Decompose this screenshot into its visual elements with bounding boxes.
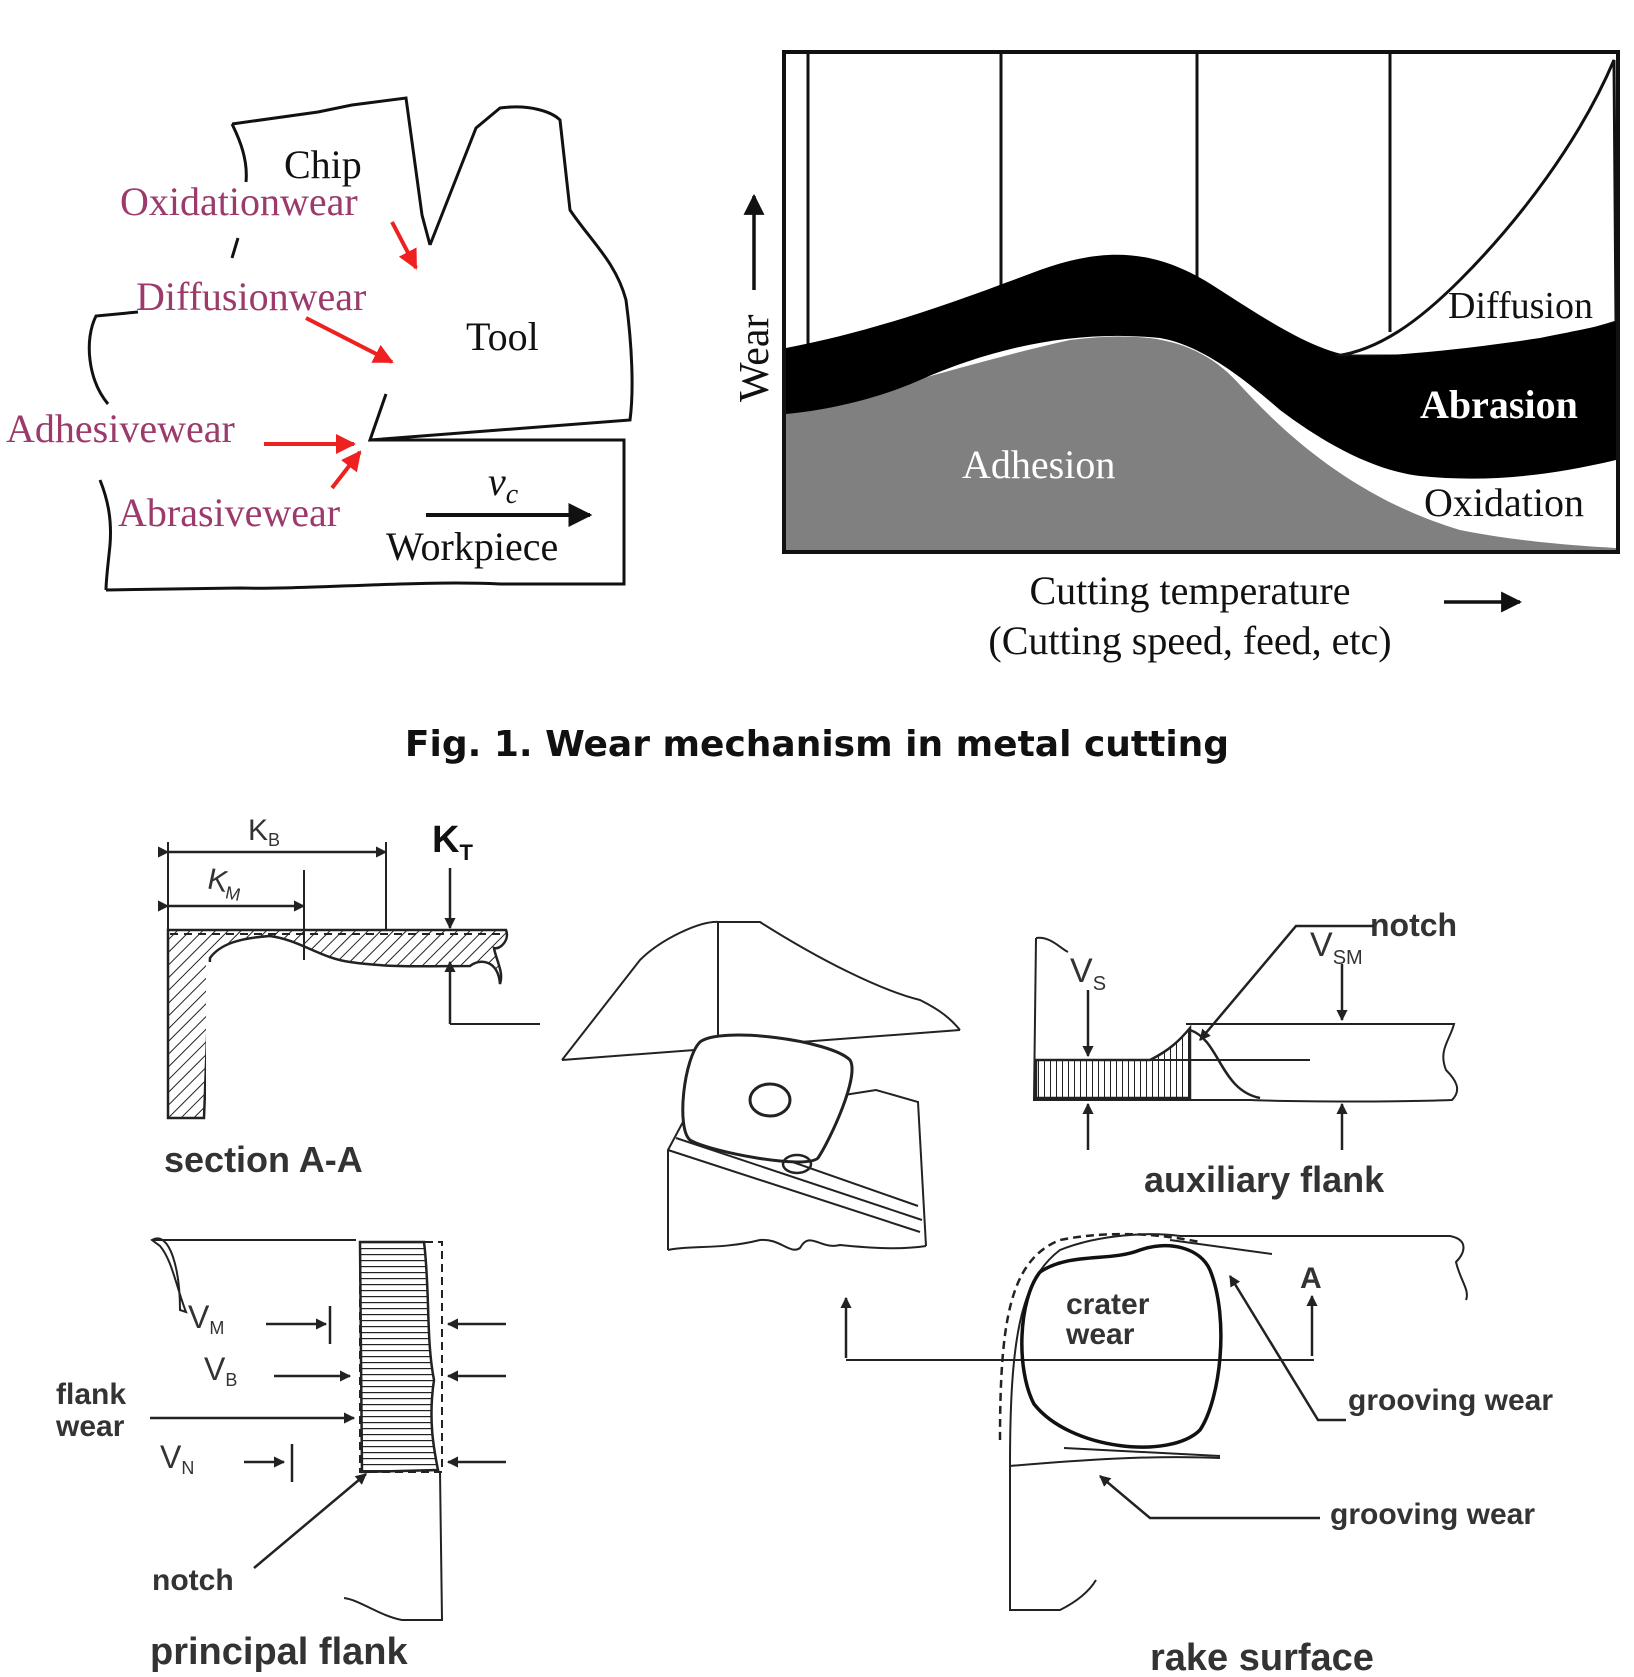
workpiece-label: Workpiece [386,524,558,569]
flank-wear-label-line1: flank [56,1378,126,1411]
wear-schematic: Chip Tool Workpiece vc Oxidationwear Dif… [6,96,634,592]
abrasive-arrow [330,450,362,490]
workpiece-left [98,479,112,591]
section-profile [166,928,509,1120]
tool-label: Tool [466,314,539,359]
chart-frame [782,50,1620,554]
principal-flank: VM VB VN flank wear notch principal flan… [55,1237,506,1673]
aux-wear-zone [1034,1024,1192,1100]
vs-label: VS [1070,952,1106,995]
section-a-a-label: section A-A [164,1139,363,1180]
kb-label: KB [248,814,280,850]
wear-temperature-chart: Diffusion Abrasion Adhesion Oxidation We… [732,50,1620,663]
insert-plate [681,1033,854,1164]
diffusion-arrow [305,316,394,364]
kt-label: KT [432,819,473,865]
x-axis-label-line1: Cutting temperature [1029,568,1350,613]
chip-outline [231,96,432,246]
tool-insert [561,920,1314,1361]
tool-outline [367,105,634,442]
cutting-velocity-label: vc [488,459,519,510]
notch-bottom-label: notch [152,1564,234,1597]
flank-wear-label-line2: wear [55,1410,125,1443]
crater-outline [1020,1244,1223,1449]
abrasion-band [786,254,1616,479]
flank-wear-land [358,1240,440,1474]
auxiliary-flank-label: auxiliary flank [1144,1159,1385,1200]
km-label: KM [204,863,246,905]
diffusion-region-label: Diffusion [1448,285,1593,327]
vn-label: VN [160,1439,194,1478]
tool-wear-diagram: KB KM KT section A-A [55,814,1553,1677]
auxiliary-flank: VS VSM notch auxiliary flank [1032,907,1459,1200]
adhesion-region-label: Adhesion [962,442,1115,487]
oxidation-wear-label: Oxidationwear [120,179,358,224]
oxidation-region-label: Oxidation [1424,480,1584,525]
x-axis-label-line2: (Cutting speed, feed, etc) [988,618,1391,663]
principal-flank-label: principal flank [150,1631,408,1673]
grooving-wear-label-1: grooving wear [1348,1384,1553,1417]
vsm-label: VSM [1310,926,1363,969]
rake-surface: crater wear A grooving wear grooving wea… [998,1232,1553,1677]
chip-label: Chip [284,142,362,187]
crater-wear-label-line2: wear [1065,1318,1135,1351]
adhesion-region [786,336,1616,550]
workpiece-outline [105,438,626,592]
crater-wear-label-line1: crater [1066,1288,1150,1321]
oxidation-arrow [390,221,418,270]
rake-surface-label: rake surface [1150,1637,1374,1677]
notch-top-label: notch [1370,907,1457,943]
abrasion-region-label: Abrasion [1420,382,1578,427]
grooving-wear-label-2: grooving wear [1330,1498,1535,1531]
figure-caption: Fig. 1. Wear mechanism in metal cutting [405,724,1229,765]
diffusion-wear-label: Diffusionwear [136,274,366,319]
vb-label: VB [204,1351,237,1390]
section-a-a: KB KM KT section A-A [157,814,540,1180]
chip-side [230,123,248,183]
adhesive-wear-label: Adhesivewear [6,406,235,451]
section-marker-a: A [1300,1262,1322,1295]
y-axis-label: Wear [732,314,778,402]
abrasive-wear-label: Abrasivewear [118,490,340,535]
vm-label: VM [188,1299,224,1338]
